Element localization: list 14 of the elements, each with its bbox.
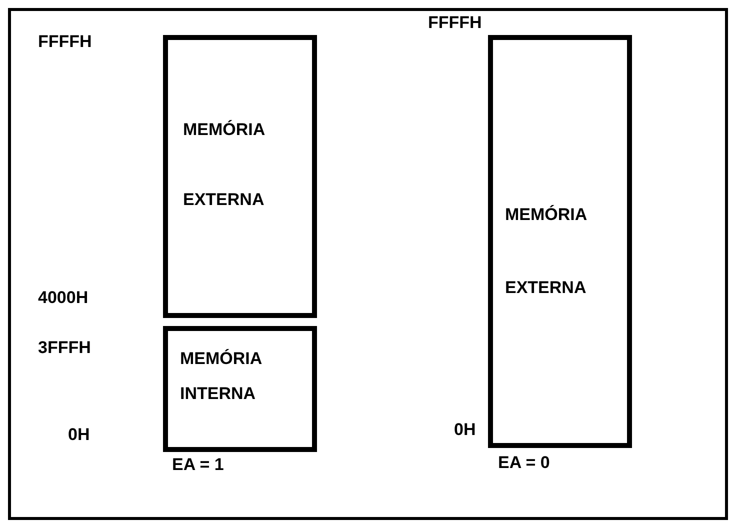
memory-block	[488, 35, 632, 448]
address-label: 3FFFH	[38, 338, 91, 358]
memory-name: MEMÓRIA EXTERNA	[183, 119, 266, 211]
memory-name: MEMÓRIA INTERNA	[180, 348, 263, 405]
memory-block	[163, 35, 317, 318]
memory-name: MEMÓRIA EXTERNA	[505, 204, 588, 299]
address-label: FFFFH	[38, 32, 92, 52]
address-label: 0H	[68, 425, 90, 445]
mode-label: EA = 1	[172, 455, 224, 475]
memory-block	[163, 326, 317, 452]
address-label: 0H	[454, 420, 476, 440]
address-label: 4000H	[38, 288, 88, 308]
address-label: FFFFH	[428, 13, 482, 33]
mode-label: EA = 0	[498, 453, 550, 473]
